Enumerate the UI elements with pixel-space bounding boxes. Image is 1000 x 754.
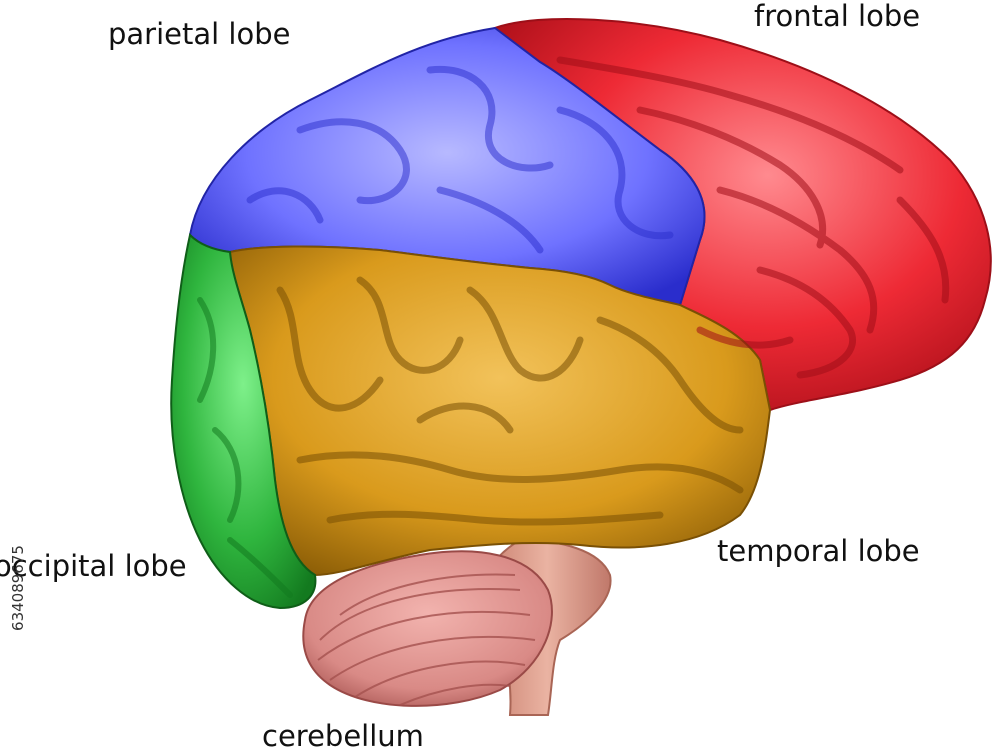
frontal-lobe-label: frontal lobe bbox=[754, 0, 921, 33]
occipital-gyri bbox=[197, 297, 293, 598]
parietal-gyri bbox=[246, 65, 674, 254]
parietal-lobe-label: parietal lobe bbox=[108, 17, 291, 51]
frontal-gyri bbox=[556, 56, 950, 379]
stock-id-text: 634089675 bbox=[9, 545, 27, 631]
temporal-gyri bbox=[276, 276, 744, 526]
occipital-lobe-label: occipital lobe bbox=[0, 549, 187, 583]
cerebellum-label: cerebellum bbox=[262, 719, 424, 753]
cerebellum-folia bbox=[317, 573, 536, 706]
occipital-lobe-shape bbox=[170, 233, 317, 610]
stock-id-watermark: 634089675 bbox=[8, 508, 28, 668]
temporal-lobe-label: temporal lobe bbox=[717, 534, 920, 568]
